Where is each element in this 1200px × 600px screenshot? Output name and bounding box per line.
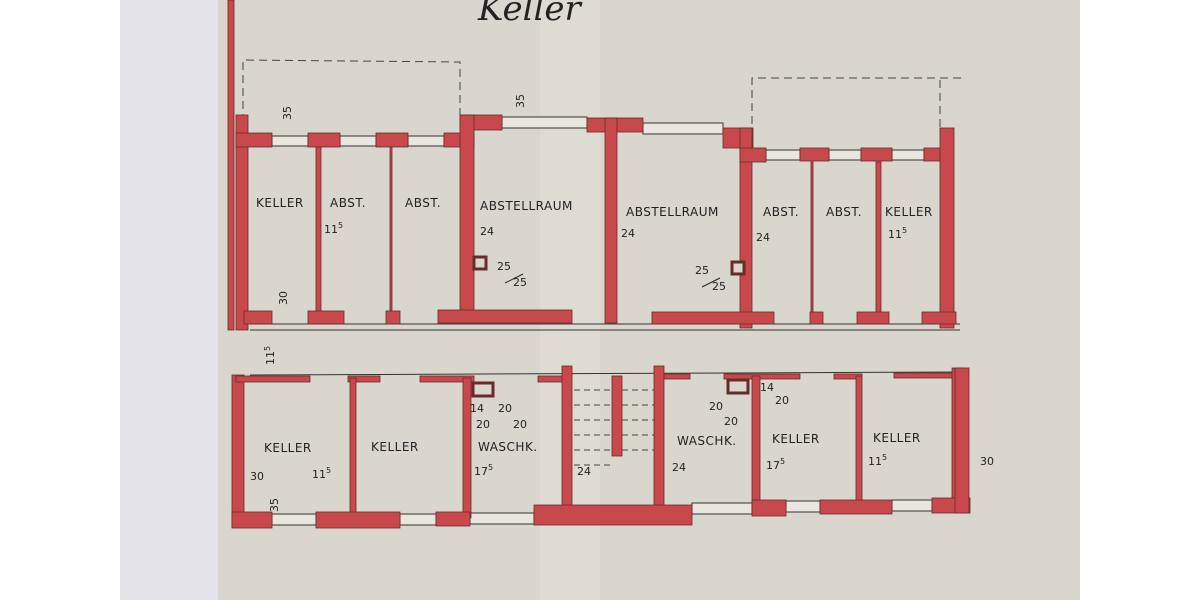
dim-label: 20 [775,394,789,407]
room-label: ABST. [763,205,799,219]
room-label: KELLER [371,440,419,454]
staircase [574,389,654,466]
dim-label: 30 [980,455,994,468]
room-label: KELLER [264,441,312,455]
dim-label: 24 [480,225,494,238]
dim-label: 25 [712,280,726,293]
plan-title: Keller [477,0,582,29]
dim-label: 20 [724,415,738,428]
dim-label: 24 [756,231,770,244]
room-label: KELLER [256,196,304,210]
dim-label: 115 [324,221,343,236]
dim-label: 35 [281,106,294,120]
dashed-outlines [242,59,965,150]
backing-sheet [120,0,220,600]
room-label: ABST. [405,196,441,210]
dim-label: 24 [577,465,591,478]
room-label: KELLER [873,431,921,445]
dim-label: 24 [672,461,686,474]
dim-label: 24 [621,227,635,240]
dim-label: 14 [470,402,484,415]
room-labels: KELLER ABST. ABST. ABSTELLRAUM ABSTELLRA… [256,196,933,455]
room-label: WASCHK. [677,434,737,448]
dim-label: 115 [263,346,277,365]
dim-label: 25 [695,264,709,277]
room-label: ABST. [826,205,862,219]
dim-label: 20 [513,418,527,431]
dim-slash [701,277,721,288]
dim-label: 35 [268,498,281,512]
room-label: KELLER [772,432,820,446]
dim-label: 115 [868,453,887,468]
dim-label: 30 [250,470,264,483]
dim-label: 20 [498,402,512,415]
room-label: WASCHK. [478,440,538,454]
dim-label: 35 [514,94,527,108]
chimney-shafts [471,255,750,398]
room-label: ABST. [330,196,366,210]
room-label: ABSTELLRAUM [626,205,719,219]
dim-label: 25 [513,276,527,289]
dimension-labels: 35 35 30 115 115 24 24 24 115 25 25 25 2… [250,94,994,512]
walls [227,0,971,529]
dim-label: 20 [476,418,490,431]
dim-label: 20 [709,400,723,413]
dim-label: 25 [497,260,511,273]
dim-label: 175 [474,463,493,478]
room-label: KELLER [885,205,933,219]
dim-label: 115 [888,226,907,241]
dim-label: 30 [277,291,290,305]
dim-slash [504,273,524,284]
room-label: ABSTELLRAUM [480,199,573,213]
dim-label: 115 [312,466,331,481]
dim-label: 175 [766,457,785,472]
corridor-lines [249,323,961,376]
dim-label: 14 [760,381,774,394]
